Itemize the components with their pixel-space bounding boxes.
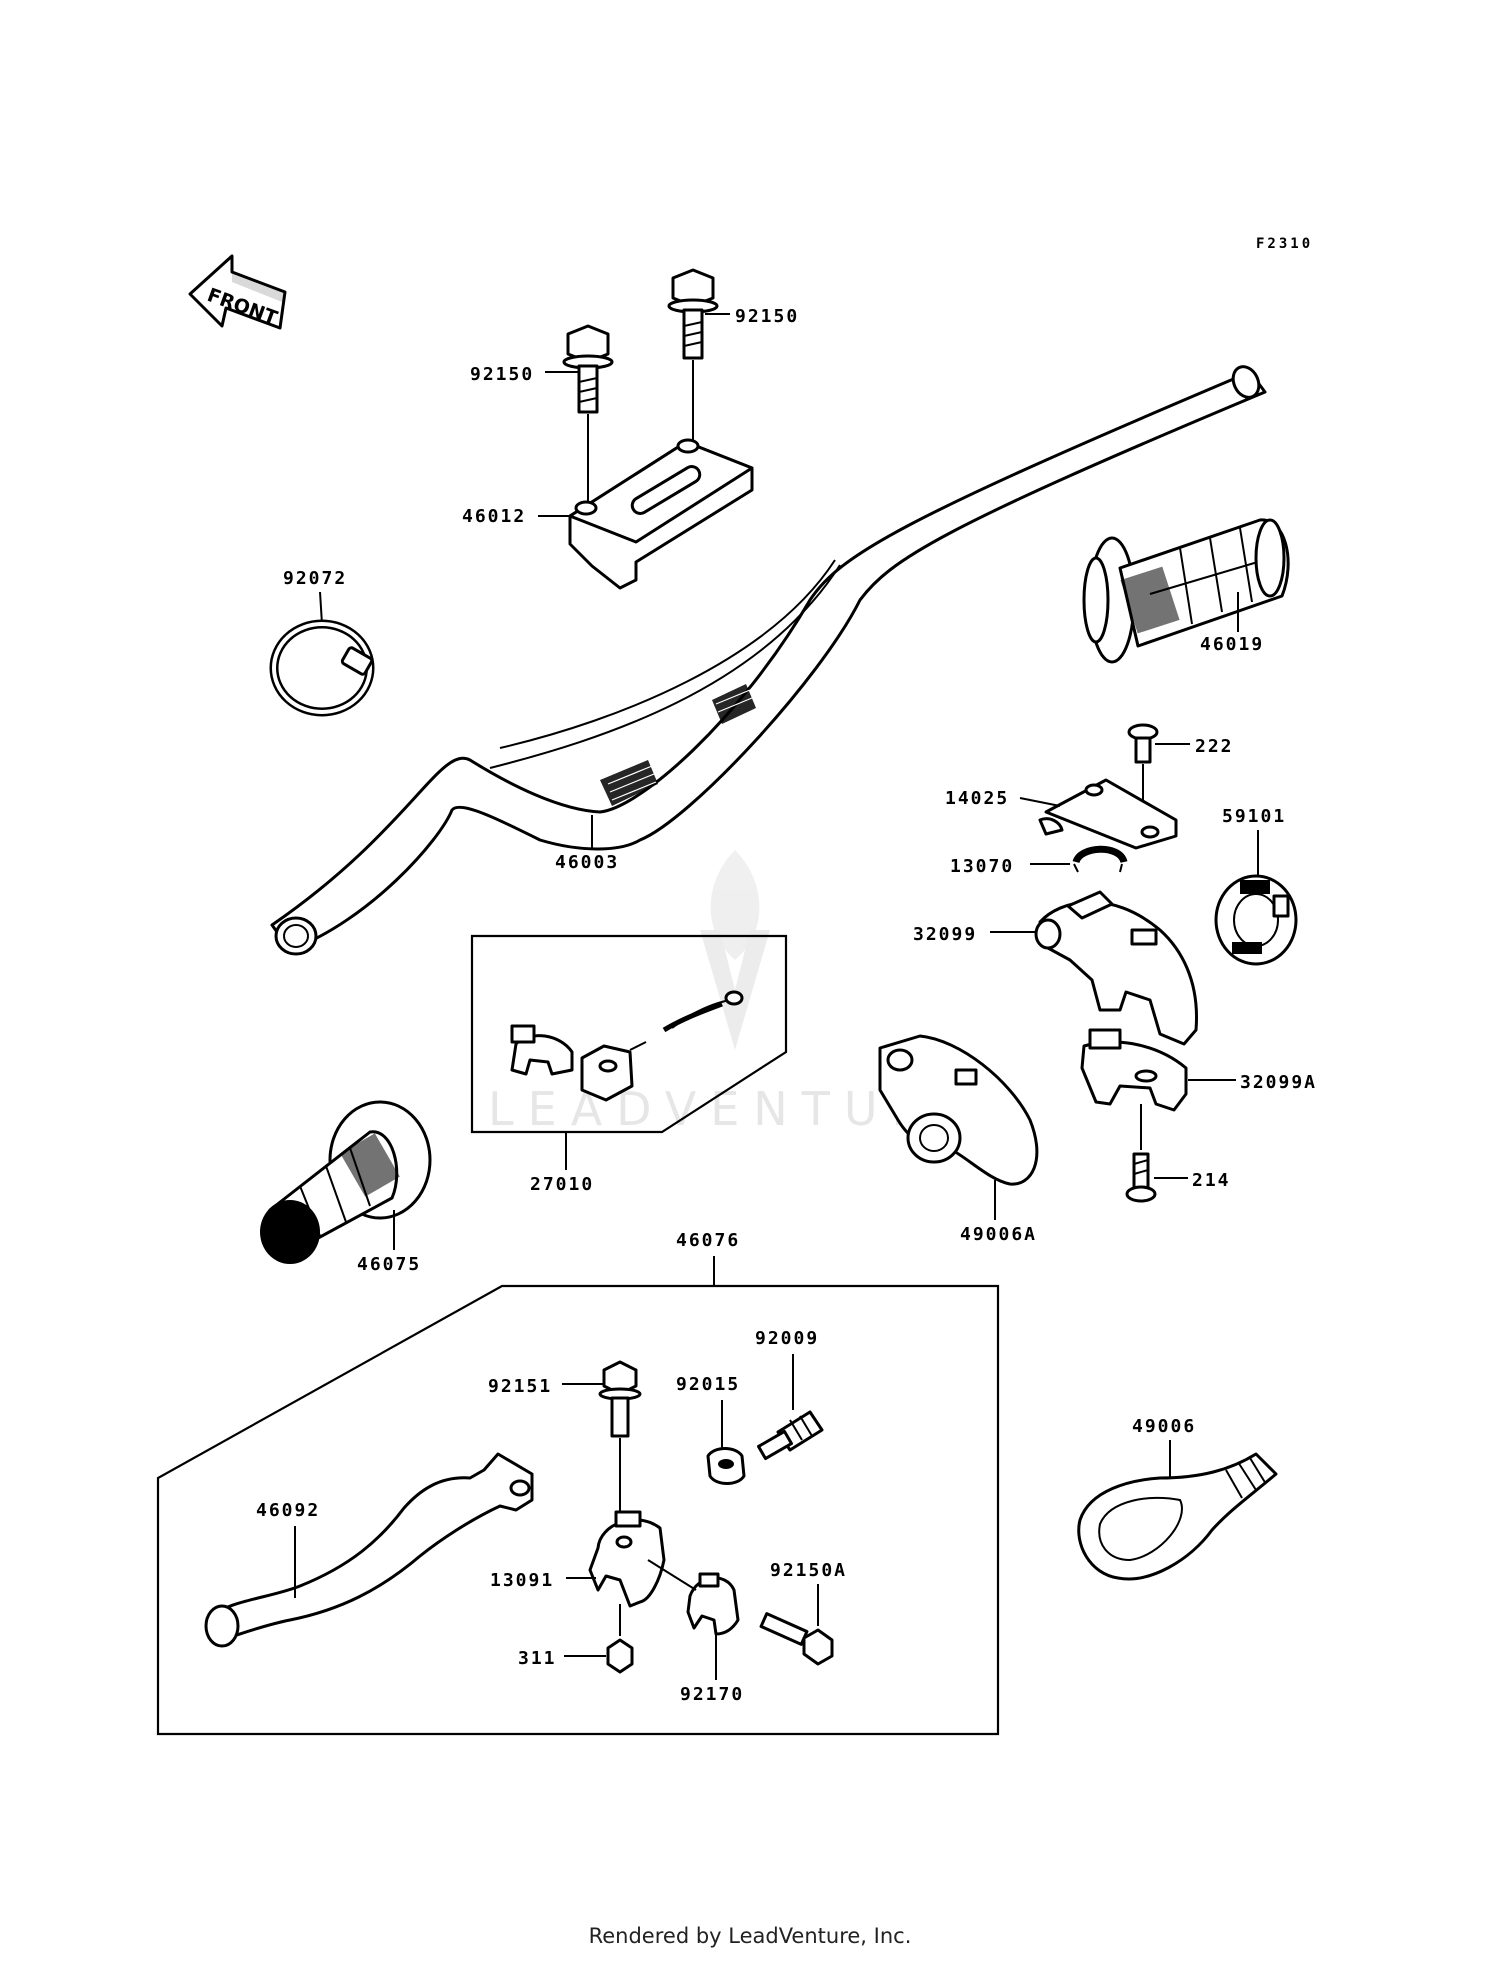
label-92150-top: 92150 [735,306,799,327]
throttle-grip-46019 [1082,518,1290,664]
label-49006: 49006 [1132,1416,1196,1437]
label-214: 214 [1192,1170,1231,1191]
label-13070: 13070 [950,856,1014,877]
adjuster-nut-92015 [706,1447,746,1485]
label-311: 311 [518,1648,557,1669]
nut-311 [606,1638,634,1674]
throttle-cover-14025 [1038,778,1178,850]
label-49006A: 49006A [960,1224,1037,1245]
throttle-housing-32099 [1034,890,1199,1046]
figure-code: F2310 [1256,236,1313,252]
switch-group-box [470,934,788,1134]
handlebar-46003 [270,365,1267,956]
label-92170: 92170 [680,1684,744,1705]
left-grip-46075 [260,1100,432,1264]
label-59101: 59101 [1222,806,1286,827]
label-32099A: 32099A [1240,1072,1317,1093]
screw-214 [1125,1104,1157,1203]
label-92072: 92072 [283,568,347,589]
label-46019: 46019 [1200,634,1264,655]
label-46076: 46076 [676,1230,740,1251]
label-13091: 13091 [490,1570,554,1591]
lever-bracket-13091 [588,1510,666,1608]
label-32099: 32099 [913,924,977,945]
throttle-boot-49006 [1077,1452,1278,1581]
band-92072 [269,619,375,717]
label-27010: 27010 [530,1174,594,1195]
handlebar-clamp-46012 [568,438,754,590]
label-14025: 14025 [945,788,1009,809]
label-92150-left: 92150 [470,364,534,385]
label-46092: 46092 [256,1500,320,1521]
bolt-92151 [598,1360,642,1548]
footer-credit: Rendered by LeadVenture, Inc. [588,1924,912,1948]
label-222: 222 [1195,736,1234,757]
label-92009: 92009 [755,1328,819,1349]
bolt-92150-left [562,324,614,502]
cable-adjuster-92009 [757,1410,824,1461]
label-92151: 92151 [488,1376,552,1397]
kill-switch-27010 [510,990,744,1102]
throttle-cam-49006A [878,1034,1039,1186]
label-92015: 92015 [676,1374,740,1395]
label-92150A: 92150A [770,1560,847,1581]
housing-lower-32099A [1080,1028,1188,1112]
screw-222 [1127,723,1159,812]
lever-assembly-box [156,1284,1000,1736]
pulley-59101 [1214,874,1298,966]
bolt-92150A [759,1612,834,1666]
label-46012: 46012 [462,506,526,527]
front-arrow-icon: FRONT [188,254,287,330]
lever-clamp-92170 [686,1572,740,1636]
brake-lever-46092 [204,1452,534,1648]
clip-13070 [1072,845,1128,873]
bolt-92150-top [667,268,719,448]
label-46075: 46075 [357,1254,421,1275]
label-46003: 46003 [555,852,619,873]
